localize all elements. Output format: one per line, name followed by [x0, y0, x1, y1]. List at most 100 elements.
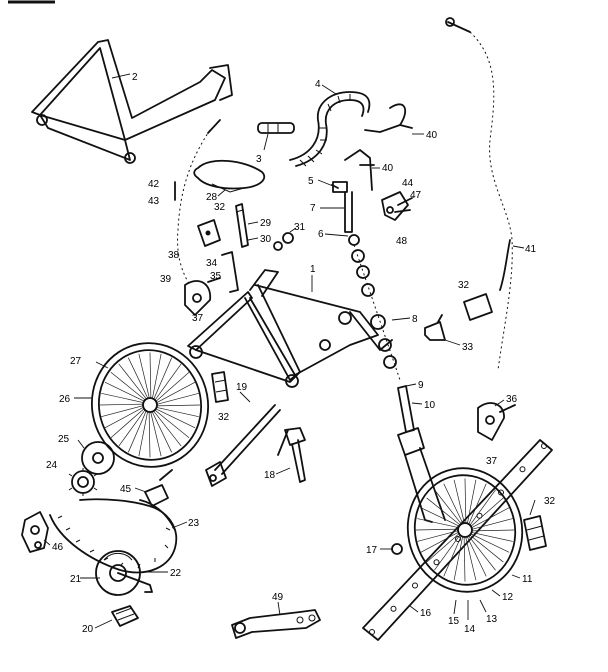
wheel-spoke — [417, 518, 460, 529]
callout-31: 31 — [294, 222, 306, 233]
wheel-spoke — [426, 497, 462, 526]
callout-39: 39 — [160, 274, 172, 285]
part-1-main-frame — [187, 269, 393, 388]
wheel-spoke — [151, 410, 173, 453]
wheel-spoke — [104, 381, 146, 402]
callout-27: 27 — [70, 356, 82, 367]
wheel-spoke — [154, 363, 182, 402]
wheel-spoke — [155, 404, 201, 407]
part-23-chain — [49, 498, 178, 574]
callout-11: 11 — [522, 574, 533, 585]
callout-16: 16 — [420, 608, 432, 619]
callout-41: 41 — [525, 244, 537, 255]
callout-19: 19 — [236, 382, 248, 393]
callout-5: 5 — [308, 176, 314, 187]
callout-40-upper: 40 — [426, 130, 438, 141]
callout-34: 34 — [206, 258, 218, 269]
callout-36: 36 — [506, 394, 518, 405]
callout-49: 49 — [272, 592, 284, 603]
wheel-spoke — [415, 528, 460, 531]
callout-20: 20 — [82, 624, 94, 635]
fender-strip-hole — [519, 466, 526, 473]
part-42-43-seat-bolt — [174, 119, 221, 286]
part-2-frame-upper — [31, 39, 233, 164]
part-49-wrench — [231, 609, 321, 639]
part-33-bracket — [424, 314, 446, 341]
callout-4: 4 — [315, 79, 321, 90]
leader-lines — [43, 73, 536, 629]
callout-13: 13 — [486, 614, 498, 625]
wheel-spoke — [465, 535, 477, 581]
part-46-rear-derailleur — [21, 511, 49, 553]
wheel-spoke — [443, 483, 464, 525]
callout-37-front: 37 — [486, 456, 498, 467]
part-5-7-6-stem — [331, 181, 360, 246]
part-32-reflector-front — [523, 515, 547, 551]
callout-48: 48 — [396, 236, 408, 247]
wheel-spoke — [468, 483, 487, 526]
wheel-spoke — [443, 534, 462, 577]
fender-strip-hole — [498, 489, 504, 496]
wheel-spoke — [426, 532, 461, 563]
part-45-derailleur-clamp — [144, 469, 173, 507]
callout-30: 30 — [260, 234, 272, 245]
wheel-spoke — [153, 357, 173, 401]
wheel-spoke — [469, 497, 504, 528]
wheel-spoke — [470, 507, 510, 529]
callout-12: 12 — [502, 592, 514, 603]
part-28-saddle — [193, 159, 266, 193]
callout-29: 29 — [260, 218, 272, 229]
callout-26: 26 — [59, 394, 71, 405]
wheel-spoke — [453, 535, 464, 581]
part-3-grip — [257, 122, 295, 134]
wheel-spoke — [467, 534, 496, 571]
part-20-pedal — [111, 605, 139, 627]
callout-7: 7 — [310, 203, 316, 214]
wheel-spoke — [434, 533, 461, 571]
part-21-22-crankset — [95, 550, 153, 596]
callout-14: 14 — [464, 624, 476, 635]
part-36-37-front-brake — [477, 402, 516, 441]
callout-23: 23 — [188, 518, 200, 529]
wheel-spoke — [469, 489, 496, 527]
wheel-spoke — [118, 363, 148, 401]
wheel-spoke — [470, 518, 513, 530]
callout-32-upper: 32 — [214, 202, 226, 213]
callout-32-rear: 32 — [218, 412, 230, 423]
wheel-spoke — [463, 535, 466, 582]
callout-28: 28 — [206, 192, 218, 203]
callout-6: 6 — [318, 229, 324, 240]
part-32-clamp-upper — [197, 219, 221, 247]
wheel-spoke — [150, 410, 162, 457]
fender-strip-hole — [455, 536, 461, 542]
callout-32-front: 32 — [544, 496, 556, 507]
part-17-bolt — [391, 543, 403, 555]
wheel-spoke — [155, 406, 199, 418]
callout-15: 15 — [448, 616, 460, 627]
wheel-spoke — [155, 381, 196, 404]
callout-43: 43 — [148, 196, 160, 207]
part-16-fender-strip — [362, 439, 553, 641]
wheel-spoke — [468, 534, 504, 563]
wheel-spoke — [127, 357, 149, 400]
callout-17: 17 — [366, 545, 378, 556]
wheel-spoke — [469, 533, 510, 553]
callout-2: 2 — [132, 72, 138, 83]
wheel-spoke — [153, 409, 190, 439]
fender-strip-hole — [412, 582, 418, 589]
callout-40-lower: 40 — [382, 163, 394, 174]
callout-45: 45 — [120, 484, 132, 495]
wheel-spoke — [152, 409, 182, 447]
wheel-spoke — [110, 371, 147, 401]
callout-3: 3 — [256, 154, 262, 165]
part-25-spoke-protector — [81, 441, 115, 475]
callout-42: 42 — [148, 179, 160, 190]
callout-35: 35 — [210, 271, 222, 282]
callout-32-right-top: 32 — [458, 280, 470, 291]
fender-strip-hole — [541, 443, 547, 449]
callout-18: 18 — [264, 470, 276, 481]
callout-22: 22 — [170, 568, 182, 579]
wheel-spoke — [138, 410, 149, 457]
